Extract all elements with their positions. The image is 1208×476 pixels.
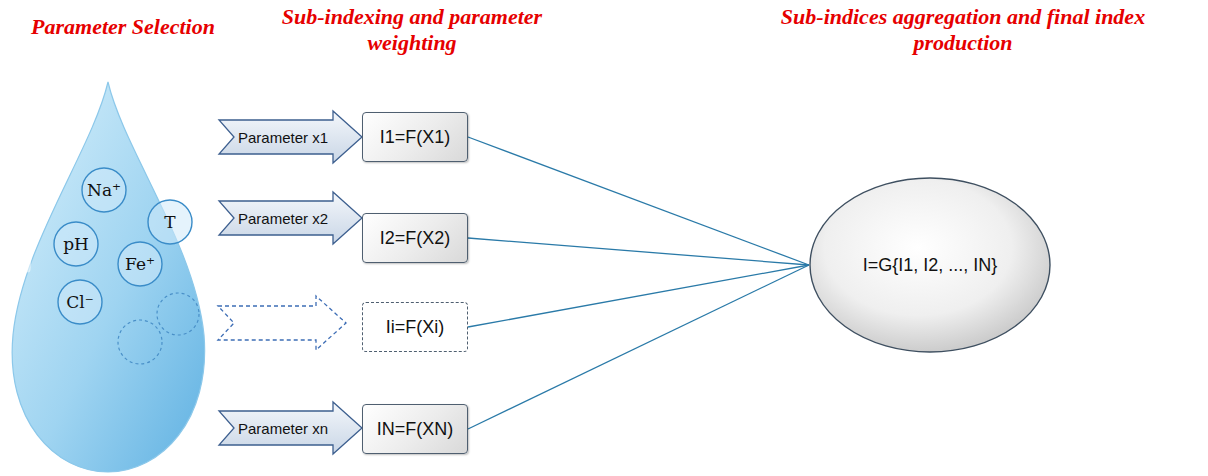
circle-shape <box>148 200 192 244</box>
sub-index-formula: IN=F(XN) <box>377 419 454 440</box>
parameter-symbol: pH <box>63 234 89 254</box>
sub-index-box: Ii=F(Xi) <box>362 302 468 352</box>
dotted-circle <box>118 320 162 364</box>
stage-heading: Sub-indexing and parameter weighting <box>262 4 562 56</box>
parameter-arrow: Parameter xn <box>218 401 363 455</box>
sub-index-formula: Ii=F(Xi) <box>386 317 445 338</box>
dashed-arrow <box>218 296 346 350</box>
parameter-arrow: Parameter x1 <box>218 110 363 164</box>
circle-shape <box>82 168 126 212</box>
sub-index-box: I2=F(X2) <box>362 213 468 263</box>
connector-stroke <box>468 238 809 265</box>
parameter-label: Parameter x1 <box>238 129 328 146</box>
connector-stroke <box>468 137 809 265</box>
stage-heading: Parameter Selection <box>8 14 238 40</box>
parameter-label: Parameter xn <box>238 420 328 437</box>
stage-heading: Sub-indices aggregation and final index … <box>748 4 1178 56</box>
arrow-shape <box>219 111 362 163</box>
connector-stroke <box>468 265 809 429</box>
connector-stroke <box>468 265 809 327</box>
circle-shape <box>118 242 162 286</box>
aggregate-formula: I=G{I1, I2, ..., IN} <box>863 255 998 276</box>
parameter-symbol: Cl⁻ <box>66 292 93 312</box>
sub-index-box: IN=F(XN) <box>362 404 468 454</box>
parameter-circle: pH <box>53 221 99 267</box>
dotted-circle <box>157 293 199 335</box>
final-index-ellipse: I=G{I1, I2, ..., IN} <box>809 177 1051 353</box>
parameter-symbol: Na⁺ <box>87 180 121 200</box>
parameter-circle: Na⁺ <box>81 167 127 213</box>
parameter-arrow: Parameter x2 <box>218 191 363 245</box>
connector-line <box>468 265 809 429</box>
parameter-symbol: T <box>164 212 175 232</box>
arrow-shape <box>219 192 362 244</box>
connector-line <box>468 265 809 327</box>
arrow-shape <box>219 402 362 454</box>
sub-index-formula: I1=F(X1) <box>380 127 451 148</box>
ellipse-shape <box>810 178 1050 352</box>
connector-line <box>468 238 809 265</box>
parameter-circle: T <box>147 199 193 245</box>
parameter-symbol: Fe⁺ <box>125 254 155 274</box>
connector-line <box>468 137 809 265</box>
parameter-circle: Fe⁺ <box>117 241 163 287</box>
sub-index-formula: I2=F(X2) <box>380 228 451 249</box>
circle-shape <box>54 222 98 266</box>
water-drop <box>12 82 205 472</box>
sub-index-box: I1=F(X1) <box>362 112 468 162</box>
circle-shape <box>58 280 102 324</box>
parameter-label: Parameter x2 <box>238 210 328 227</box>
parameter-circle: Cl⁻ <box>57 279 103 325</box>
